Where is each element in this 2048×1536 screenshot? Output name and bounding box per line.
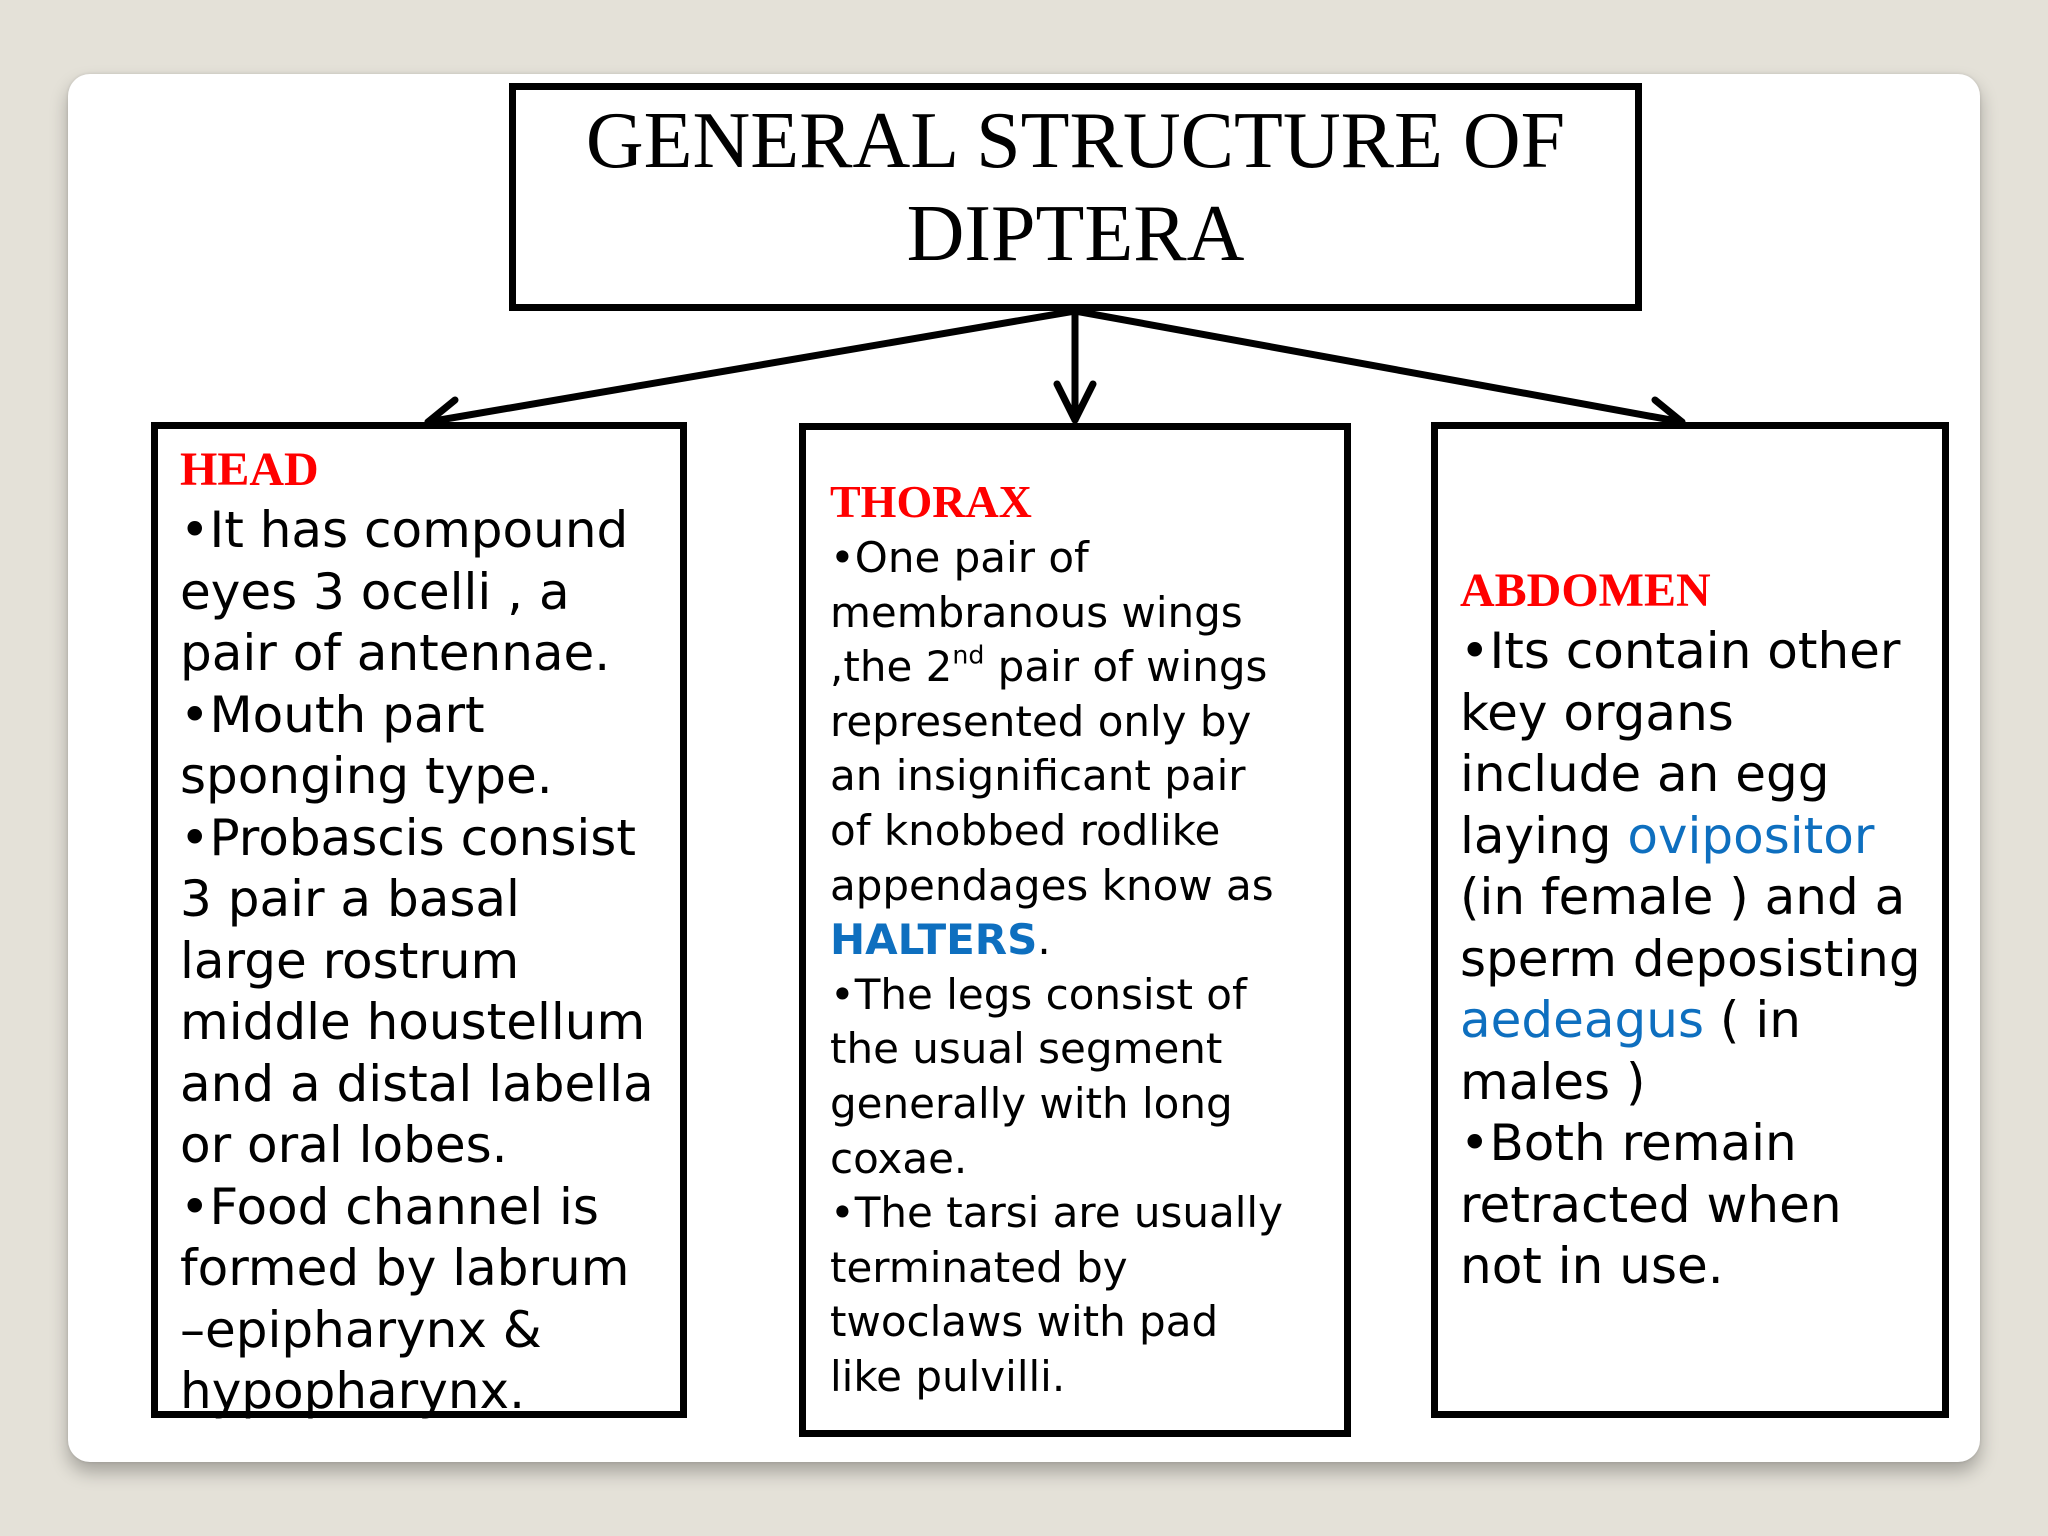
head-text: •It has compound eyes 3 ocelli , a pair …	[180, 500, 700, 1423]
abdomen-text: •Its contain other key organs include an…	[1460, 621, 1960, 1298]
head-line: hypopharynx.	[180, 1362, 525, 1420]
halters-term: HALTERS	[830, 915, 1038, 965]
arrow-to-head	[424, 307, 1079, 426]
arrowhead-thorax	[1053, 380, 1097, 424]
title-line-1: GENERAL STRUCTURE OF	[585, 97, 1566, 185]
title-line-2: DIPTERA	[906, 190, 1245, 278]
thorax-text-segment: ,the 2	[830, 642, 953, 692]
abdomen-line: not in use.	[1460, 1237, 1724, 1295]
head-line: •Food channel is	[180, 1177, 599, 1236]
thorax-line: appendages know as	[830, 860, 1274, 910]
thorax-line: terminated by	[830, 1242, 1128, 1292]
head-line: 3 pair a basal	[180, 870, 520, 928]
abdomen-line: key organs	[1460, 683, 1734, 742]
abdomen-line: retracted when	[1460, 1175, 1842, 1234]
abdomen-heading: ABDOMEN	[1460, 564, 1711, 617]
abdomen-line: aedeagus ( in	[1460, 990, 1960, 1052]
abdomen-text-segment: laying	[1460, 806, 1628, 865]
abdomen-line: •Its contain other	[1460, 622, 1901, 680]
head-line: or oral lobes.	[180, 1116, 508, 1174]
thorax-content: THORAX •One pair of membranous wings ,th…	[830, 473, 1360, 1405]
thorax-line: membranous wings	[830, 587, 1243, 637]
thorax-line: represented only by	[830, 696, 1252, 746]
ovipositor-term: ovipositor	[1627, 806, 1875, 865]
head-line: formed by labrum	[180, 1239, 630, 1297]
superscript-nd: nd	[952, 640, 985, 670]
head-line: middle houstellum	[180, 993, 646, 1051]
abdomen-line: laying ovipositor	[1460, 806, 1960, 868]
thorax-line: like pulvilli.	[830, 1351, 1066, 1401]
thorax-text-segment: .	[1037, 915, 1051, 965]
thorax-line: twoclaws with pad	[830, 1297, 1219, 1347]
thorax-line: •The tarsi are usually	[830, 1188, 1283, 1238]
diagram-title: GENERAL STRUCTURE OF DIPTERA	[586, 95, 1565, 281]
head-line: pair of antennae.	[180, 624, 611, 682]
abdomen-box: ABDOMEN •Its contain other key organs in…	[1431, 422, 1949, 1418]
head-content: HEAD •It has compound eyes 3 ocelli , a …	[180, 440, 700, 1423]
aedeagus-term: aedeagus	[1460, 991, 1705, 1049]
head-line: •Mouth part	[180, 685, 485, 744]
thorax-line: coxae.	[830, 1133, 968, 1183]
title-box: GENERAL STRUCTURE OF DIPTERA	[509, 83, 1642, 311]
head-line: sponging type.	[180, 747, 553, 805]
thorax-line: the usual segment	[830, 1024, 1223, 1074]
head-box: HEAD •It has compound eyes 3 ocelli , a …	[151, 422, 687, 1420]
thorax-text: •One pair of membranous wings ,the 2nd p…	[830, 531, 1360, 1405]
thorax-box: THORAX •One pair of membranous wings ,th…	[799, 423, 1351, 1437]
thorax-line: •The legs consist of	[830, 969, 1247, 1019]
thorax-line: ,the 2nd pair of wings	[830, 640, 1360, 695]
abdomen-line: include an egg	[1460, 745, 1830, 803]
thorax-line: an insignificant pair	[830, 751, 1246, 801]
head-line: eyes 3 ocelli , a	[180, 562, 570, 621]
head-line: •Probascis consist	[180, 808, 636, 867]
abdomen-text-segment: ( in	[1704, 991, 1801, 1049]
thorax-line: of knobbed rodlike	[830, 805, 1221, 855]
abdomen-line: •Both remain	[1460, 1114, 1797, 1172]
head-line: –epipharynx &	[180, 1300, 542, 1359]
abdomen-line: sperm deposisting	[1460, 929, 1921, 988]
abdomen-line: males )	[1460, 1052, 1646, 1111]
thorax-text-segment: pair of wings	[984, 642, 1268, 692]
thorax-line: •One pair of	[830, 533, 1089, 582]
arrow-to-abdomen	[1071, 307, 1686, 426]
head-line: and a distal labella	[180, 1054, 654, 1113]
thorax-line: HALTERS.	[830, 913, 1360, 968]
thorax-line: generally with long	[830, 1078, 1233, 1128]
abdomen-content: ABDOMEN •Its contain other key organs in…	[1460, 561, 1960, 1298]
head-line: •It has compound	[180, 501, 629, 559]
abdomen-line: (in female ) and a	[1460, 868, 1906, 926]
head-heading: HEAD	[180, 443, 319, 496]
head-line: large rostrum	[180, 931, 520, 990]
thorax-heading: THORAX	[830, 476, 1032, 527]
